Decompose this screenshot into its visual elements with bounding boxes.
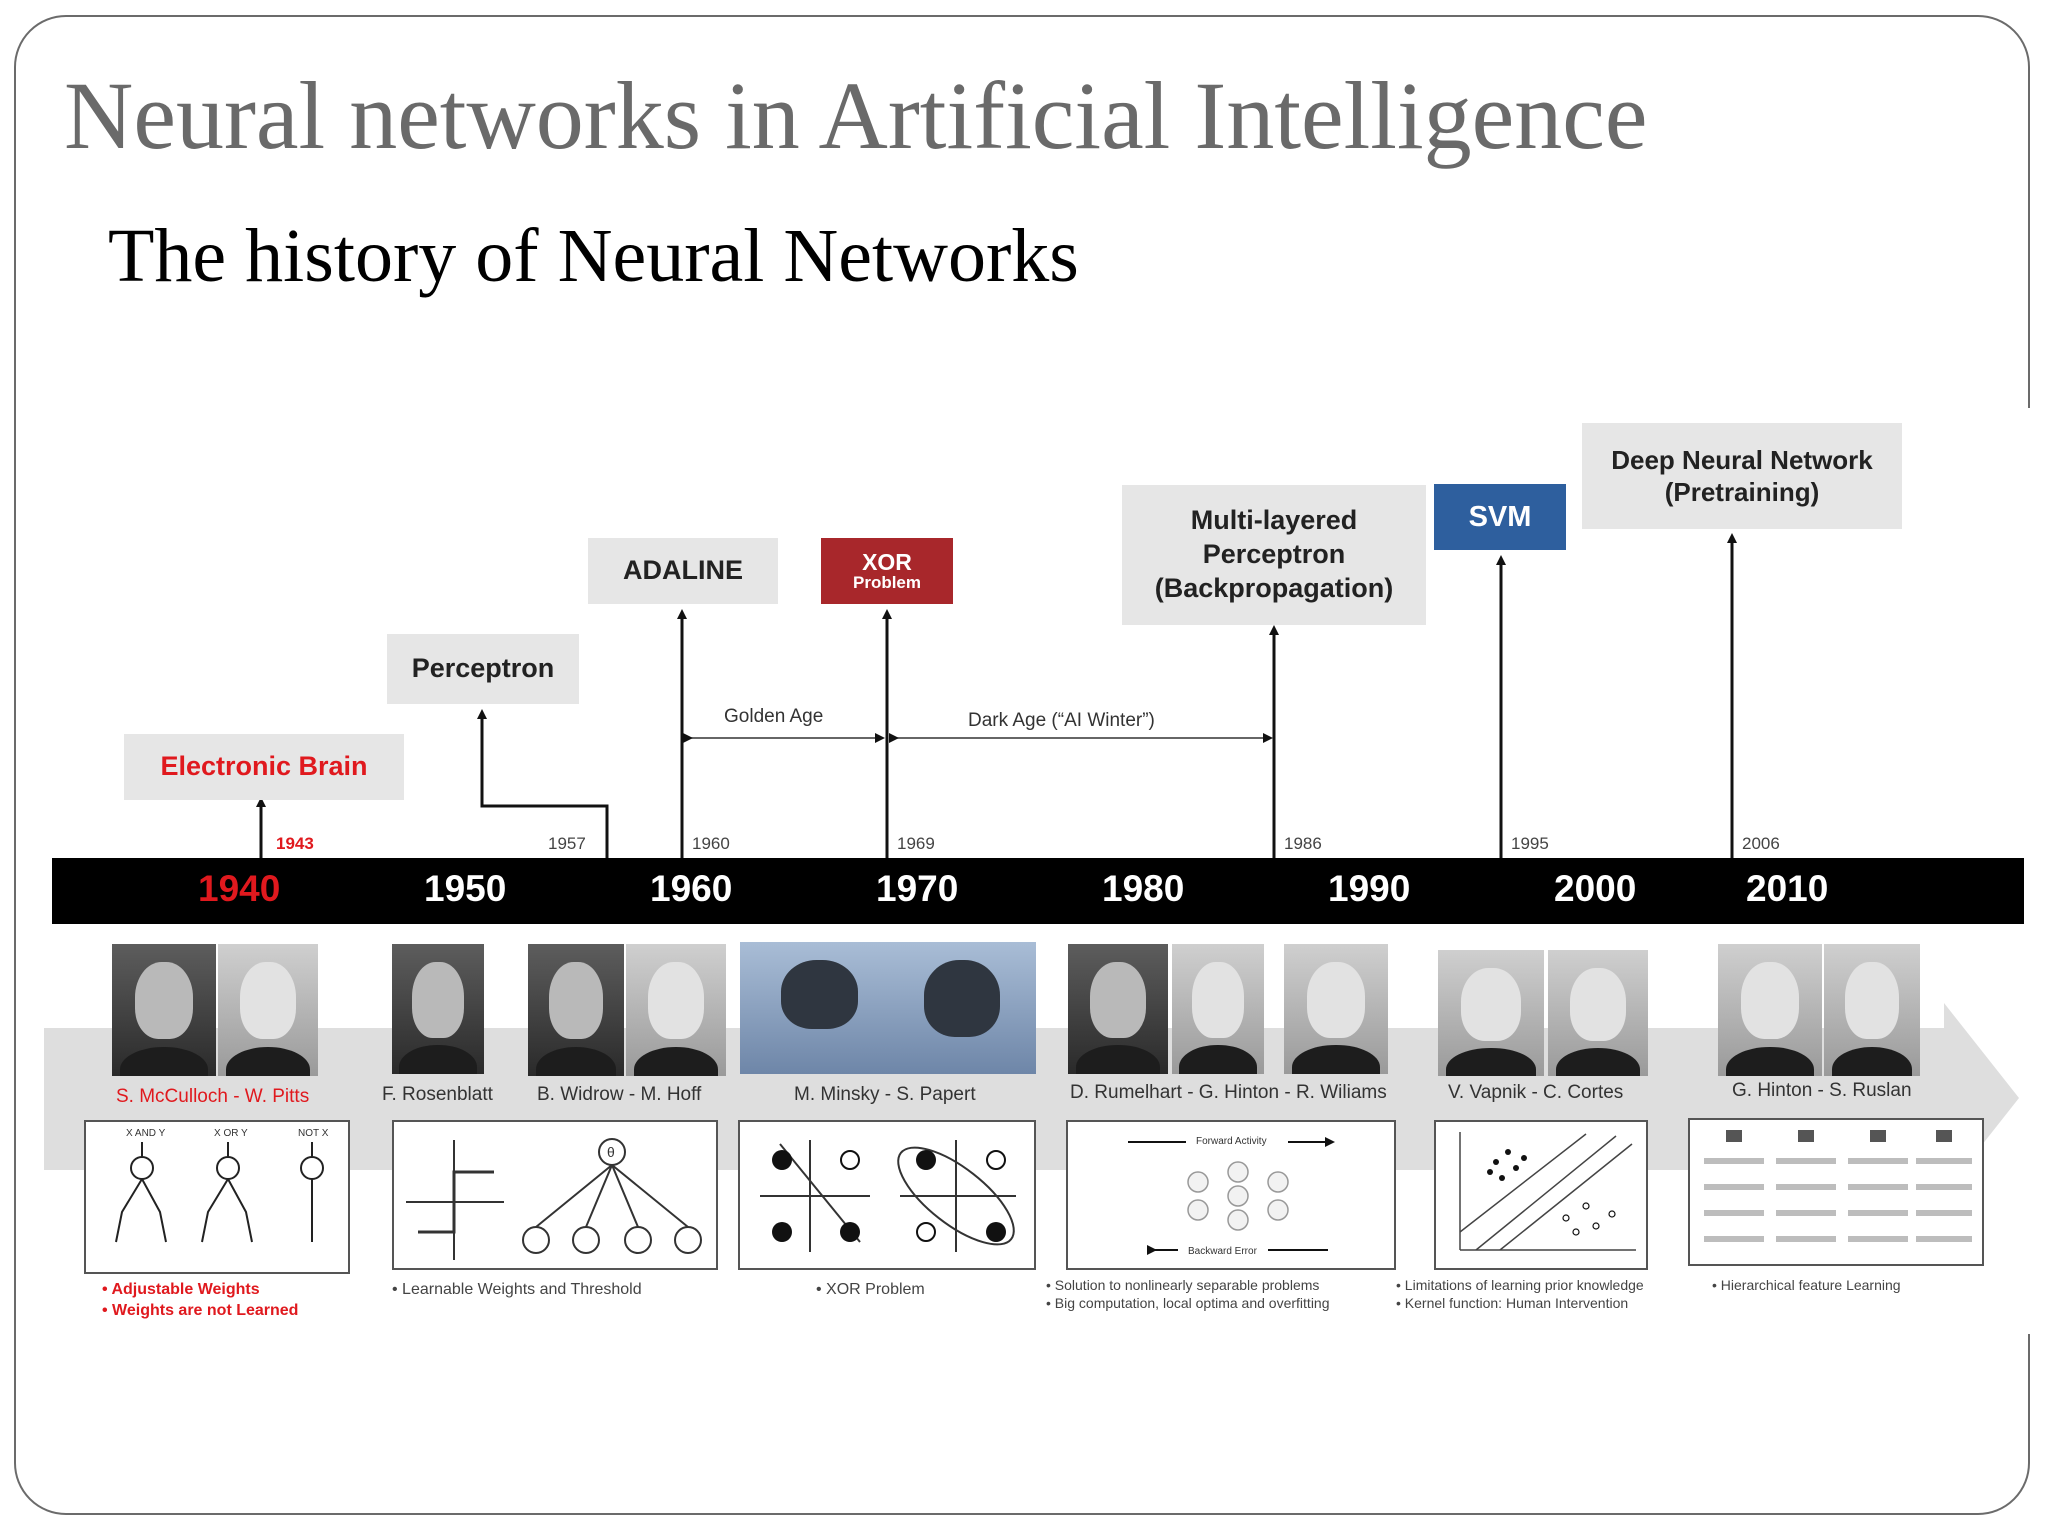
event-label: Electronic Brain bbox=[160, 751, 368, 782]
panel-svm bbox=[1434, 1120, 1648, 1270]
panel-deep-features bbox=[1688, 1118, 1984, 1266]
backprop-diagram: Forward Activity Backward Error bbox=[1128, 1136, 1335, 1257]
svm-diagram bbox=[1459, 1132, 1636, 1251]
event-label: ADALINE bbox=[623, 555, 743, 586]
event-box-electronic-brain: Electronic Brain bbox=[124, 734, 404, 800]
people-names: F. Rosenblatt bbox=[382, 1084, 493, 1105]
decade-label: 1950 bbox=[424, 868, 507, 909]
decade-label: 1990 bbox=[1328, 868, 1411, 909]
panel-logic-units: X AND Y X OR Y NOT X bbox=[84, 1120, 350, 1274]
decade-label: 2010 bbox=[1746, 868, 1829, 909]
portrait-photo bbox=[1548, 950, 1648, 1076]
decade-label: 1940 bbox=[198, 868, 281, 909]
portrait-photo bbox=[1284, 944, 1388, 1074]
event-label: Multi-layered Perceptron (Backpropagatio… bbox=[1154, 505, 1394, 603]
event-label: Perceptron bbox=[411, 653, 555, 684]
people-names: V. Vapnik - C. Cortes bbox=[1448, 1082, 1624, 1103]
year-tick: 1969 bbox=[897, 834, 935, 853]
event-sublabel: Problem bbox=[852, 573, 922, 593]
svg-text:θ: θ bbox=[607, 1144, 615, 1160]
portrait-photo bbox=[626, 944, 726, 1076]
people-names: D. Rumelhart - G. Hinton - R. Wiliams bbox=[1070, 1082, 1387, 1103]
svg-text:Forward Activity: Forward Activity bbox=[1196, 1136, 1267, 1147]
logic-units-diagram: X AND Y X OR Y NOT X bbox=[115, 1128, 329, 1243]
event-label: Deep Neural Network (Pretraining) bbox=[1611, 444, 1873, 508]
event-label: SVM bbox=[1468, 500, 1532, 533]
arrow-1957 bbox=[477, 709, 609, 858]
portrait-photo bbox=[740, 942, 1036, 1074]
xor-diagram bbox=[760, 1140, 1016, 1252]
portrait-photo bbox=[1068, 944, 1168, 1074]
perceptron-diagram: θ bbox=[406, 1138, 702, 1260]
panel-backprop: Forward Activity Backward Error bbox=[1066, 1120, 1396, 1270]
portrait-photo bbox=[1824, 944, 1920, 1076]
slide-subtitle: The history of Neural Networks bbox=[108, 214, 1079, 298]
portrait-photo bbox=[218, 944, 318, 1076]
portrait-photo bbox=[1438, 950, 1544, 1076]
decade-label: 1970 bbox=[876, 868, 959, 909]
panel-perceptron: θ bbox=[392, 1120, 718, 1270]
deep-features-diagram bbox=[1704, 1130, 1972, 1242]
year-tick: 1960 bbox=[692, 834, 730, 853]
svg-text:NOT X: NOT X bbox=[298, 1128, 329, 1139]
slide-title: Neural networks in Artificial Intelligen… bbox=[64, 62, 1648, 169]
event-box-dnn: Deep Neural Network (Pretraining) bbox=[1582, 423, 1902, 529]
portrait-photo bbox=[112, 944, 216, 1076]
event-box-xor: XOR Problem bbox=[821, 538, 953, 604]
svg-text:X OR Y: X OR Y bbox=[214, 1128, 248, 1139]
event-box-adaline: ADALINE bbox=[588, 538, 778, 604]
year-tick: 2006 bbox=[1742, 834, 1780, 853]
svg-text:Backward Error: Backward Error bbox=[1188, 1246, 1258, 1257]
note-learnable-weights: • Learnable Weights and Threshold bbox=[392, 1281, 642, 1298]
panel-xor bbox=[738, 1120, 1036, 1270]
people-names: S. McCulloch - W. Pitts bbox=[116, 1086, 310, 1107]
people-names: M. Minsky - S. Papert bbox=[794, 1084, 976, 1105]
event-box-svm: SVM bbox=[1434, 484, 1566, 550]
note-svm: • Limitations of learning prior knowledg… bbox=[1396, 1277, 1644, 1312]
svg-text:X AND Y: X AND Y bbox=[126, 1128, 166, 1139]
people-names: B. Widrow - M. Hoff bbox=[537, 1084, 702, 1105]
year-tick: 1943 bbox=[276, 834, 314, 853]
timeline-figure: Electronic Brain Perceptron ADALINE XOR … bbox=[44, 408, 2030, 1334]
year-tick: 1995 bbox=[1511, 834, 1549, 853]
decade-label: 1960 bbox=[650, 868, 733, 909]
year-tick: 1957 bbox=[548, 834, 586, 853]
note-backprop: • Solution to nonlinearly separable prob… bbox=[1046, 1277, 1330, 1312]
event-box-perceptron: Perceptron bbox=[387, 634, 579, 704]
dark-age-label: Dark Age (“AI Winter”) bbox=[968, 710, 1155, 731]
portrait-photo bbox=[392, 944, 484, 1074]
note-deep: • Hierarchical feature Learning bbox=[1712, 1277, 1901, 1293]
portrait-photo bbox=[1172, 944, 1264, 1074]
decade-axis-bar bbox=[52, 858, 2024, 924]
decade-label: 2000 bbox=[1554, 868, 1637, 909]
note-xor-problem: • XOR Problem bbox=[816, 1281, 925, 1298]
portrait-photo bbox=[1718, 944, 1822, 1076]
decade-label: 1980 bbox=[1102, 868, 1185, 909]
note-adjustable-weights: • Adjustable Weights • Weights are not L… bbox=[102, 1281, 299, 1319]
event-label: XOR bbox=[862, 549, 912, 575]
golden-age-label: Golden Age bbox=[724, 706, 824, 727]
year-tick: 1986 bbox=[1284, 834, 1322, 853]
event-box-mlp: Multi-layered Perceptron (Backpropagatio… bbox=[1122, 485, 1426, 625]
portrait-photo bbox=[528, 944, 624, 1076]
people-names: G. Hinton - S. Ruslan bbox=[1732, 1080, 1912, 1101]
